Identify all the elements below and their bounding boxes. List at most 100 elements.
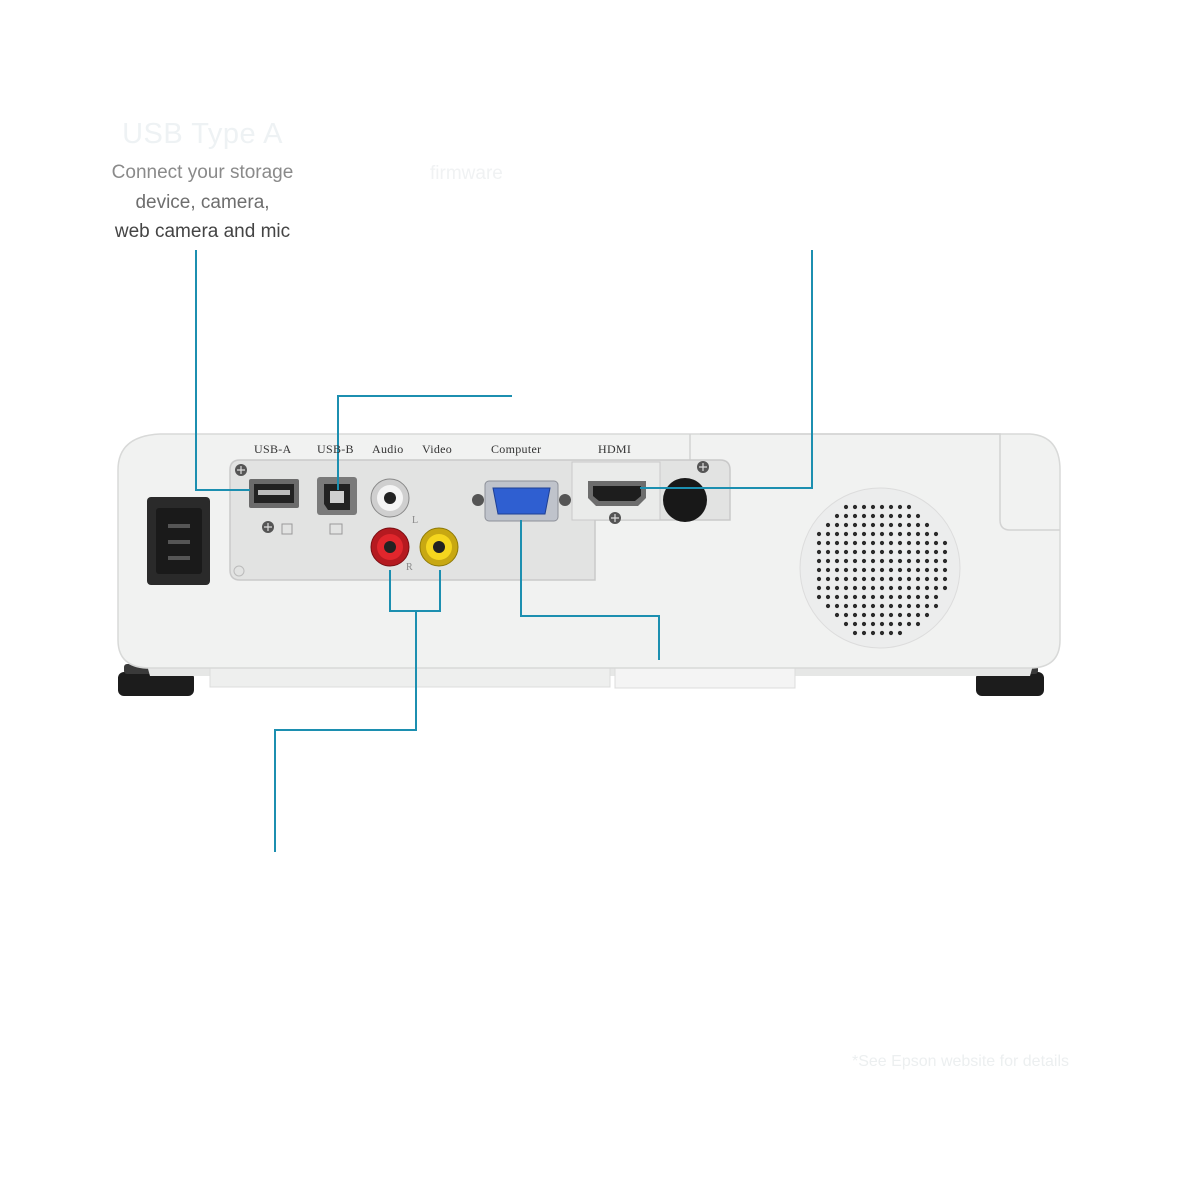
grille-hole: [843, 585, 849, 591]
port-label-audio: Audio: [372, 442, 404, 456]
usb-a-callout-line: [195, 250, 250, 491]
grille-hole: [924, 567, 930, 573]
grille-hole: [825, 576, 831, 582]
grille-hole: [906, 612, 912, 618]
grille-hole: [924, 531, 930, 537]
grille-hole: [915, 576, 921, 582]
grille-hole: [852, 513, 858, 519]
speaker-grille: [799, 487, 961, 649]
grille-hole: [834, 567, 840, 573]
grille-hole: [825, 567, 831, 573]
grille-hole: [861, 531, 867, 537]
grille-hole: [834, 594, 840, 600]
grille-hole: [870, 567, 876, 573]
grille-hole: [861, 630, 867, 636]
vga-computer-port: [472, 480, 571, 522]
grille-hole: [825, 522, 831, 528]
grille-hole: [825, 558, 831, 564]
grille-hole: [897, 630, 903, 636]
grille-hole: [852, 585, 858, 591]
grille-hole: [843, 603, 849, 609]
grille-hole: [897, 522, 903, 528]
port-label-hdmi: HDMI: [598, 442, 632, 456]
grille-hole: [870, 558, 876, 564]
grille-hole: [897, 621, 903, 627]
grille-hole: [906, 567, 912, 573]
grille-hole: [897, 603, 903, 609]
grille-hole: [816, 576, 822, 582]
grille-hole: [888, 504, 894, 510]
grille-hole: [897, 585, 903, 591]
grille-hole: [870, 576, 876, 582]
grille-hole: [897, 531, 903, 537]
grille-hole: [861, 504, 867, 510]
grille-hole: [834, 603, 840, 609]
grille-hole: [834, 576, 840, 582]
grille-hole: [942, 567, 948, 573]
grille-hole: [942, 540, 948, 546]
hdmi-callout-line: [640, 250, 813, 489]
grille-hole: [861, 558, 867, 564]
grille-hole: [879, 558, 885, 564]
grille-hole: [852, 594, 858, 600]
grille-hole: [906, 576, 912, 582]
grille-hole: [870, 603, 876, 609]
grille-hole: [915, 522, 921, 528]
grille-hole: [942, 558, 948, 564]
grille-hole: [861, 567, 867, 573]
grille-hole: [870, 540, 876, 546]
grille-hole: [816, 558, 822, 564]
grille-hole: [843, 612, 849, 618]
grille-hole: [888, 585, 894, 591]
grille-hole: [861, 540, 867, 546]
grille-hole: [870, 621, 876, 627]
grille-hole: [816, 549, 822, 555]
grille-hole: [879, 603, 885, 609]
grille-hole: [897, 612, 903, 618]
grille-hole: [870, 549, 876, 555]
grille-hole: [825, 594, 831, 600]
grille-hole: [888, 603, 894, 609]
grille-hole: [915, 558, 921, 564]
grille-hole: [843, 621, 849, 627]
grille-hole: [933, 576, 939, 582]
grille-hole: [852, 576, 858, 582]
grille-hole: [933, 585, 939, 591]
grille-hole: [888, 621, 894, 627]
grille-hole: [933, 549, 939, 555]
grille-hole: [906, 585, 912, 591]
grille-hole: [879, 576, 885, 582]
grille-hole: [897, 549, 903, 555]
grille-hole: [888, 576, 894, 582]
grille-hole: [924, 576, 930, 582]
grille-hole: [933, 567, 939, 573]
grille-hole: [825, 531, 831, 537]
grille-hole: [915, 540, 921, 546]
grille-hole: [915, 531, 921, 537]
grille-hole: [915, 567, 921, 573]
grille-hole: [924, 612, 930, 618]
grille-hole: [906, 621, 912, 627]
grille-hole: [843, 522, 849, 528]
grille-hole: [852, 522, 858, 528]
grille-hole: [834, 549, 840, 555]
grille-hole: [825, 549, 831, 555]
grille-hole: [933, 531, 939, 537]
grille-hole: [843, 558, 849, 564]
grille-hole: [852, 612, 858, 618]
grille-hole: [924, 549, 930, 555]
audio-video-callout-line: [274, 570, 441, 852]
grille-hole: [906, 558, 912, 564]
grille-hole: [834, 585, 840, 591]
grille-hole: [852, 504, 858, 510]
grille-hole: [825, 585, 831, 591]
grille-hole: [861, 522, 867, 528]
grille-hole: [870, 612, 876, 618]
grille-hole: [888, 594, 894, 600]
grille-hole: [897, 594, 903, 600]
grille-hole: [897, 504, 903, 510]
grille-hole: [879, 612, 885, 618]
grille-hole: [906, 594, 912, 600]
grille-hole: [825, 540, 831, 546]
